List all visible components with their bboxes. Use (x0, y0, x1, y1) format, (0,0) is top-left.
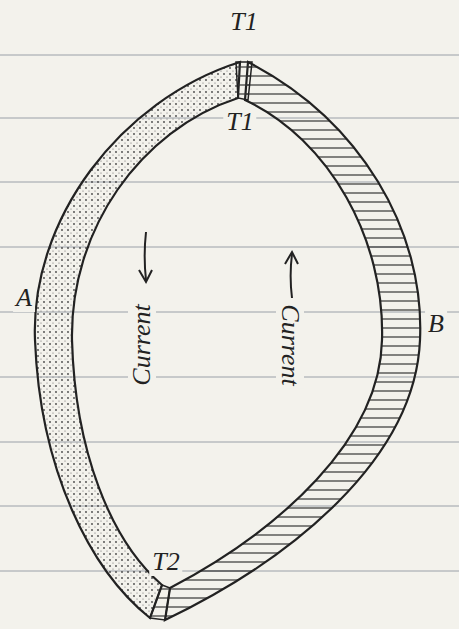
current-arrow (139, 232, 152, 282)
wire-label: B (425, 310, 447, 338)
wire-label: A (13, 284, 35, 312)
junction-top (236, 62, 252, 100)
wire-b (165, 62, 420, 620)
junction-label: T2 (149, 548, 182, 576)
current-label: Current (276, 301, 304, 388)
junction-label: T1 (223, 108, 256, 136)
current-label: Current (128, 301, 156, 388)
junction-bottom (150, 585, 170, 620)
wire-a (35, 62, 240, 618)
current-arrow (285, 252, 298, 298)
junction-label: T1 (227, 8, 260, 36)
